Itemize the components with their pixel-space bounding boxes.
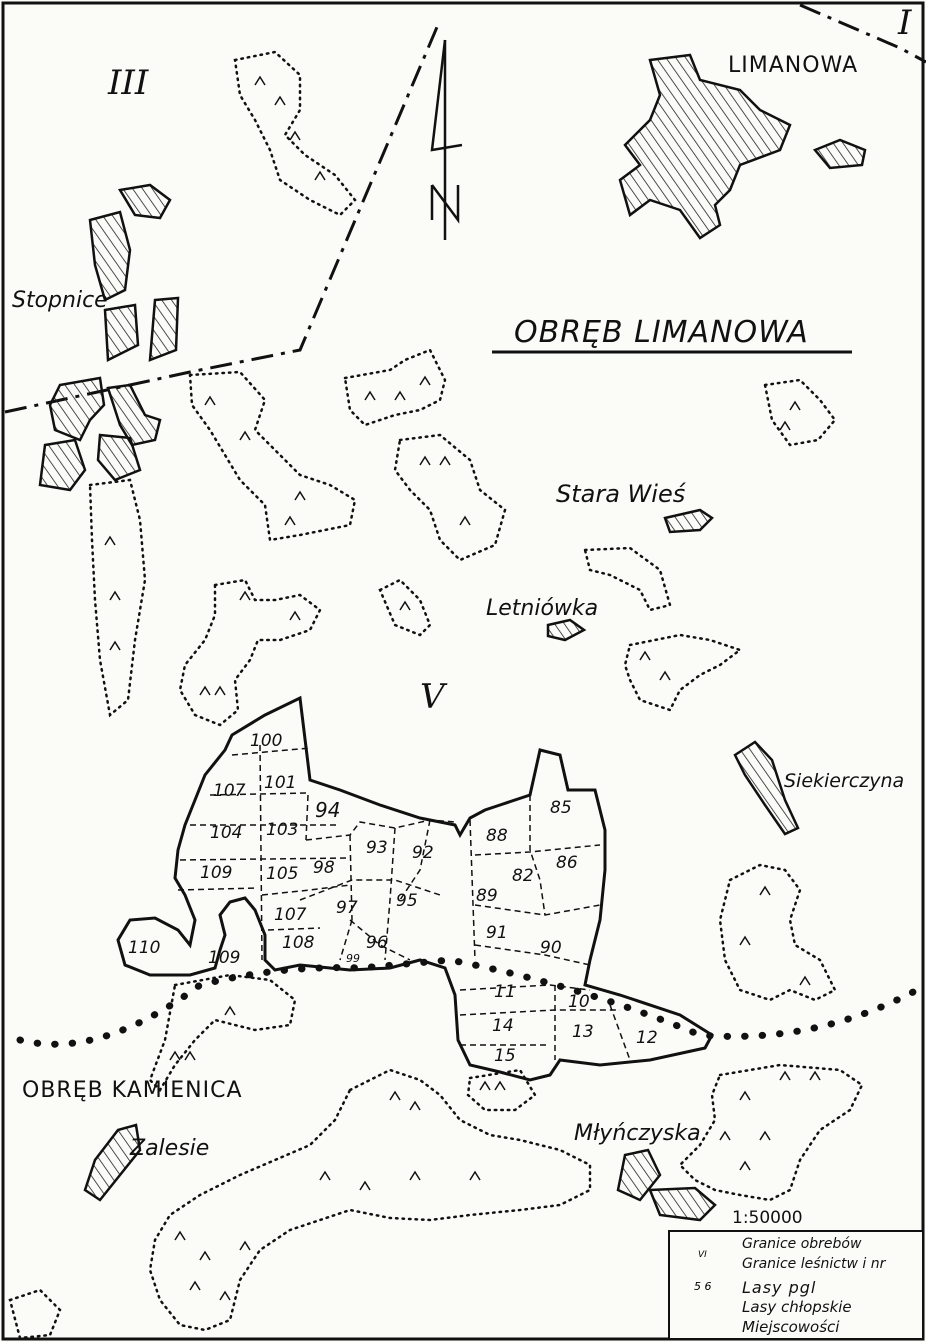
north-arrow-icon xyxy=(430,39,463,240)
district-boundary xyxy=(16,956,926,1048)
compartment-number: 110 xyxy=(128,938,161,958)
legend-label: Granice leśnictw i nr xyxy=(742,1256,886,1272)
villages xyxy=(38,53,867,1222)
town-label-letniowka: Letniówka xyxy=(486,596,599,621)
compartment-number: 97 xyxy=(336,898,358,918)
legend-item-peasant-forest: Lasy chłopskie xyxy=(670,1298,920,1318)
forestry-number-iii: III xyxy=(108,63,149,103)
compartment-number: 86 xyxy=(556,853,578,873)
compartment-number: 12 xyxy=(636,1028,658,1048)
legend-marker: 5 6 xyxy=(694,1280,712,1293)
compartment-number: 103 xyxy=(266,820,299,840)
compartment-number: 109 xyxy=(208,948,241,968)
compartment-number: 13 xyxy=(572,1022,594,1042)
compartment-number: 99 xyxy=(346,952,360,965)
legend-label: Granice obrebów xyxy=(742,1236,862,1252)
compartment-number: 88 xyxy=(486,826,508,846)
town-label-stopnice: Stopnice xyxy=(12,288,108,313)
state-forest-outline xyxy=(116,695,714,1082)
compartment-number: 15 xyxy=(494,1046,516,1066)
legend-item-villages: Miejscowości xyxy=(670,1318,920,1338)
legend-marker: VI xyxy=(698,1250,707,1260)
legend-label: Lasy chłopskie xyxy=(742,1298,852,1316)
compartment-number: 101 xyxy=(264,773,297,793)
compartment-number: 98 xyxy=(313,858,335,878)
town-label-mlynczyska: Młyńczyska xyxy=(574,1121,701,1146)
legend-item-state-forest: 5 6 Lasy pgl xyxy=(670,1278,920,1298)
compartment-number: 92 xyxy=(412,843,434,863)
legend-item-district-boundary: Granice obrebów xyxy=(670,1236,920,1256)
district-title-limanowa: OBRĘB LIMANOWA xyxy=(514,315,809,350)
compartment-number: 85 xyxy=(550,798,572,818)
compartment-number: 90 xyxy=(540,938,562,958)
district-title-kamienica: OBRĘB KAMIENICA xyxy=(22,1078,243,1103)
north-letter: N xyxy=(470,190,471,191)
compartment-number: 95 xyxy=(396,891,418,911)
compartment-number: 10 xyxy=(568,992,590,1012)
compartment-number: 91 xyxy=(486,923,508,943)
compartment-number: 107 xyxy=(274,905,307,925)
town-label-limanowa: LIMANOWA xyxy=(728,53,859,78)
town-label-siekierczyna: Siekierczyna xyxy=(784,770,905,792)
scale-label: 1:50000 xyxy=(732,1208,803,1228)
legend-label: Lasy pgl xyxy=(742,1278,817,1297)
compartment-lines xyxy=(177,744,631,1061)
legend-label: Miejscowości xyxy=(742,1318,840,1336)
map-legend: Granice obrebów VI Granice leśnictw i nr… xyxy=(668,1230,924,1340)
town-label-zalesie: Zalesie xyxy=(130,1136,210,1161)
compartment-number: 94 xyxy=(315,798,341,822)
compartment-number: 82 xyxy=(512,866,534,886)
town-label-stara-wies: Stara Wieś xyxy=(556,480,686,508)
limanowa-town-shape xyxy=(618,53,792,240)
forestry-number-i: I xyxy=(898,3,912,43)
compartment-number: 96 xyxy=(366,933,388,953)
compartment-number: 104 xyxy=(210,823,243,843)
compartment-number: 14 xyxy=(492,1016,514,1036)
compartment-number: 89 xyxy=(476,886,498,906)
compartment-number: 93 xyxy=(366,838,388,858)
peasant-forests xyxy=(8,50,864,1340)
compartment-number: 105 xyxy=(266,864,299,884)
compartment-number: 107 xyxy=(213,781,246,801)
compartment-number: 11 xyxy=(494,982,516,1002)
compartment-number: 109 xyxy=(200,863,233,883)
legend-item-forestry-boundary: VI Granice leśnictw i nr xyxy=(670,1250,920,1276)
siekierczyna-town-shape xyxy=(733,740,800,836)
forest-marks xyxy=(104,75,821,1301)
compartment-number: 108 xyxy=(282,933,315,953)
compartment-number: 100 xyxy=(250,731,283,751)
forestry-number-v: V xyxy=(420,677,445,717)
